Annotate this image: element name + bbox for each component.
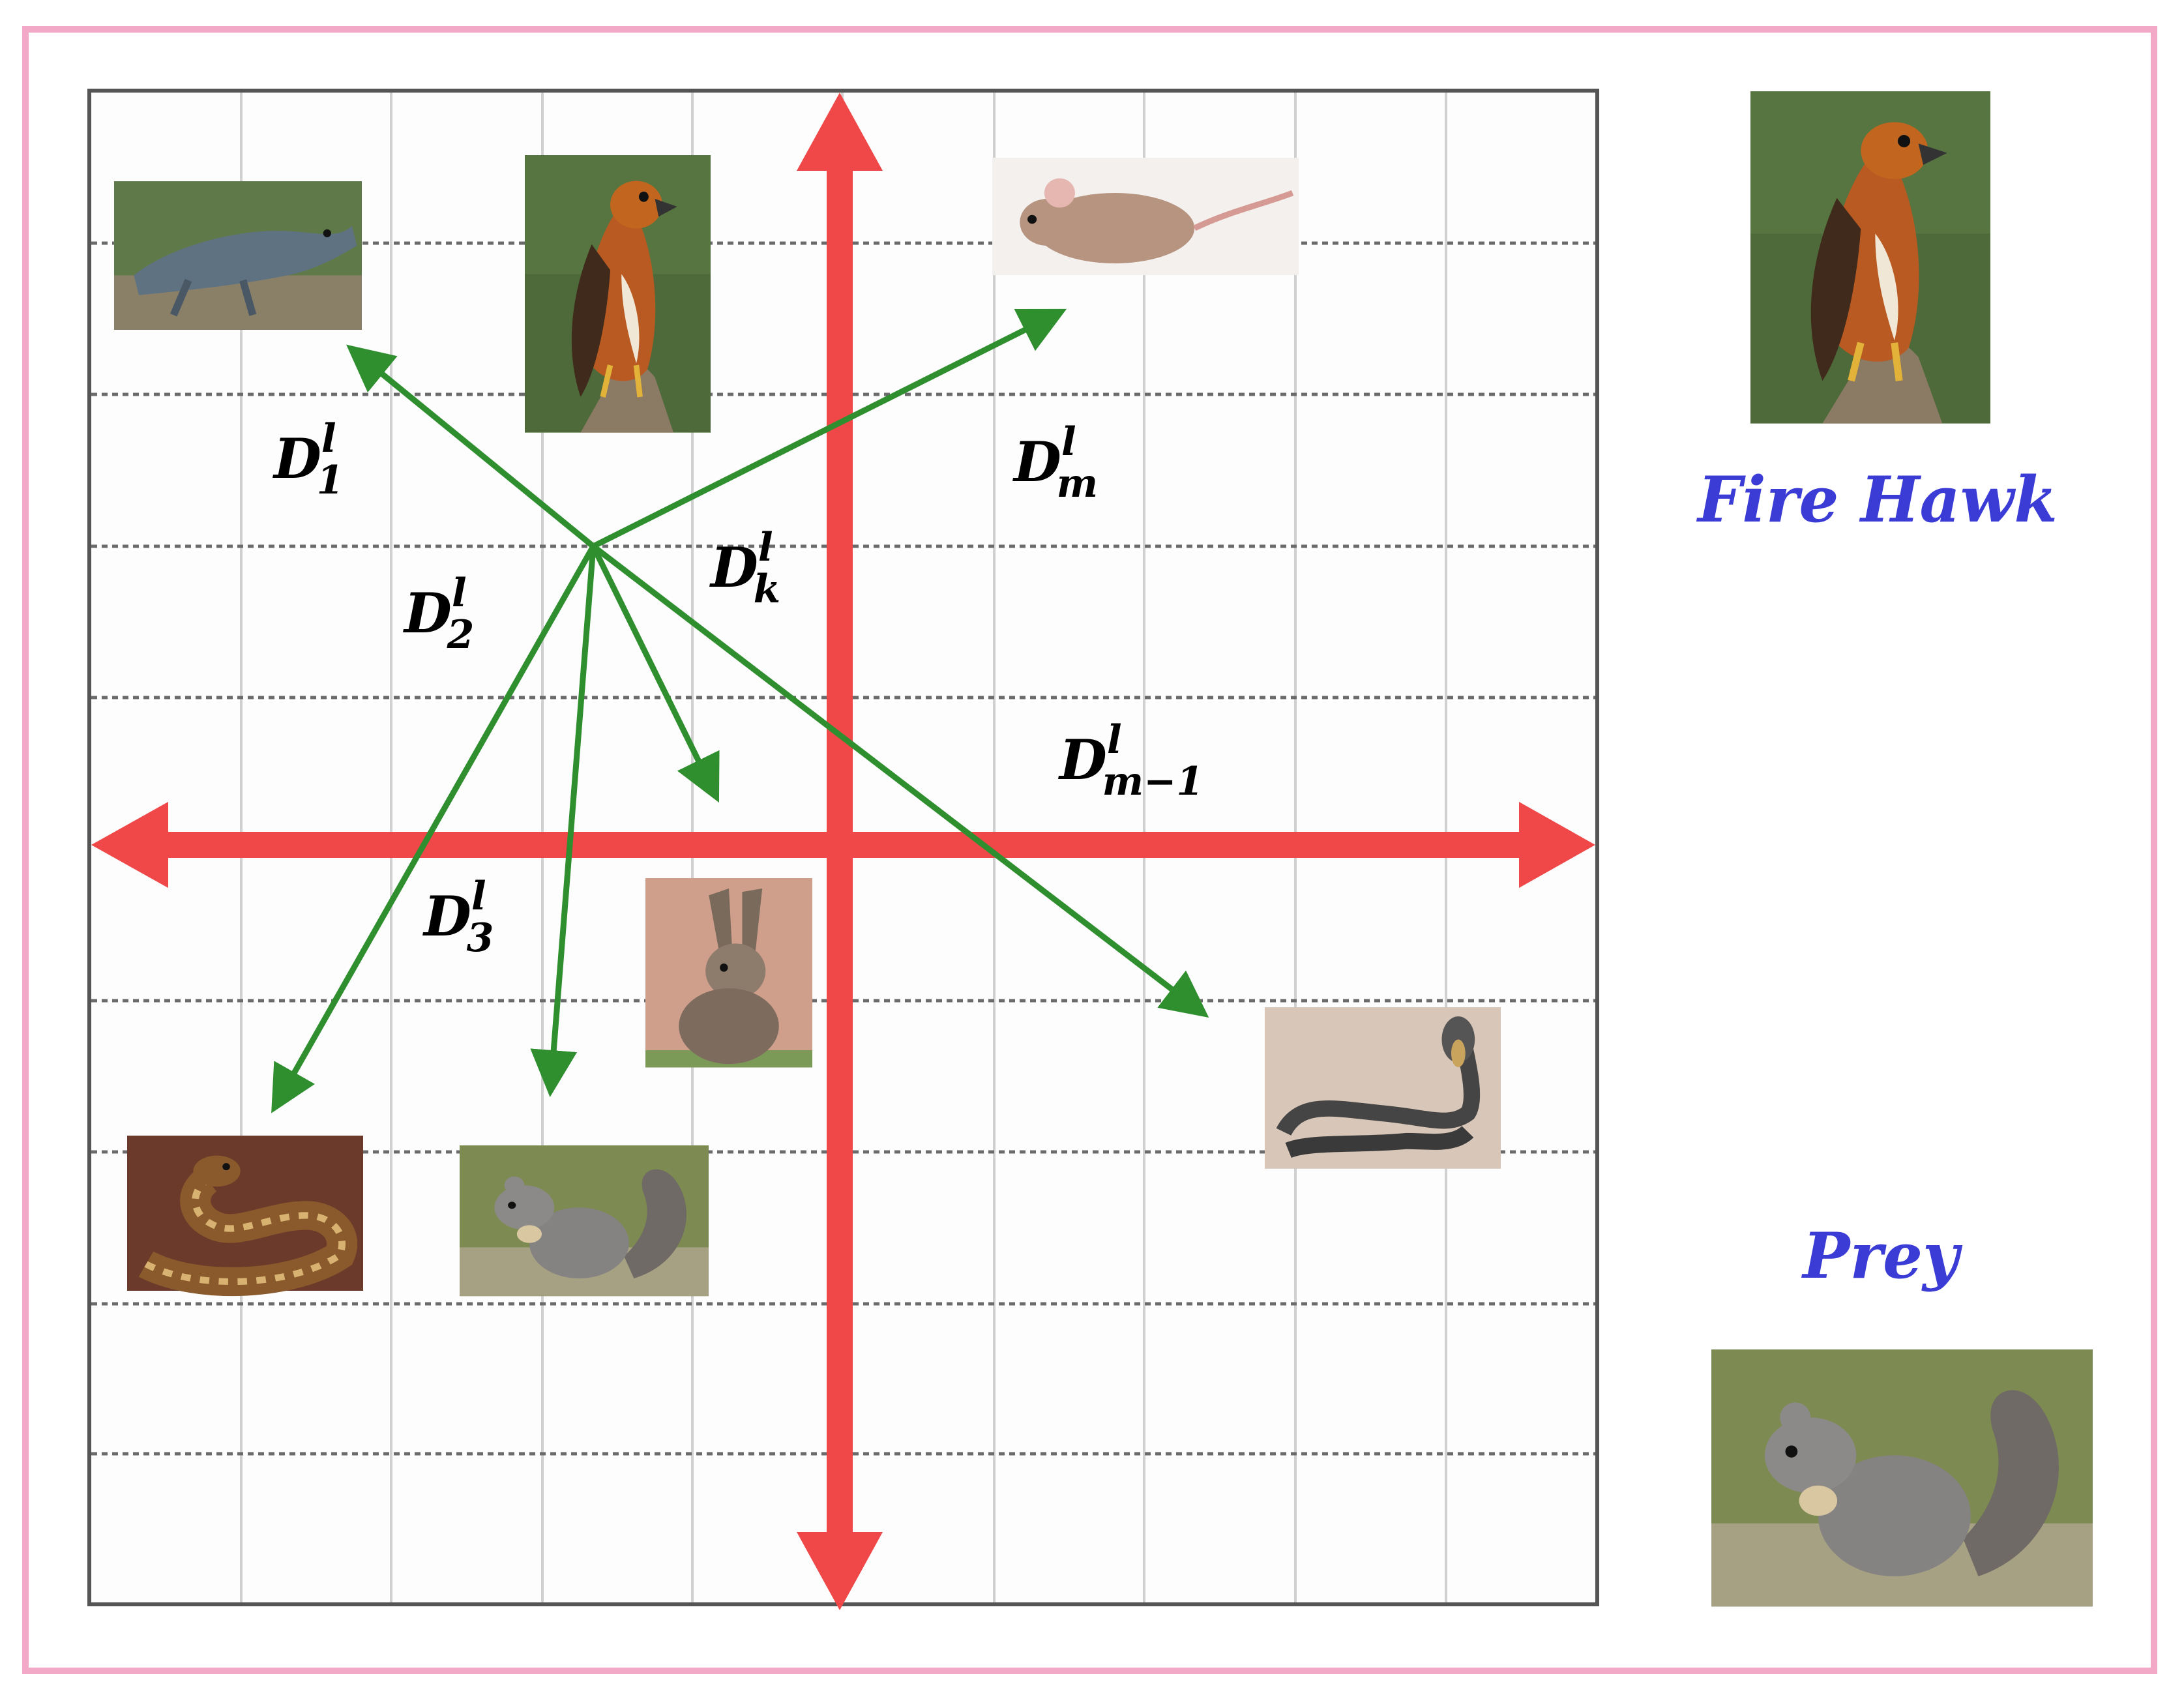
distance-label-base: D [422,884,471,949]
distance-label-subscript: 2 [447,612,475,658]
distance-label-superscript: l [321,416,336,462]
legend-hawk-icon [1750,91,1990,424]
cobra-icon [1265,1007,1501,1169]
distance-arrow-d1 [346,344,595,549]
lizard-icon [114,181,362,330]
distance-label-subscript: m−1 [1102,759,1204,804]
distance-label-subscript: 1 [317,458,344,503]
rabbit-icon [645,878,812,1068]
distance-arrow-dm [591,308,1067,550]
mouse-icon [992,158,1299,275]
distance-label-base: D [403,581,452,645]
hawk-icon [525,155,711,433]
x-axis-right-arrowhead [1519,802,1595,888]
distance-arrow-dm1 [591,544,1209,1018]
distance-label-subscript: 3 [467,915,494,961]
distance-arrow-dk [590,545,720,803]
distance-arrows [271,308,1209,1113]
coordinate-axes [91,93,1595,1610]
distance-label-superscript: l [1061,419,1076,465]
distance-arrow-d2 [271,544,596,1113]
squirrel-icon [460,1145,709,1297]
legend: Fire Hawk Prey [1696,91,2093,1607]
distance-arrow-d3 [530,546,597,1097]
y-axis-bottom-arrowhead [797,1532,883,1610]
distance-label-base: D [1012,430,1061,494]
legend-fire-hawk-label: Fire Hawk [1696,463,2058,537]
distance-label-superscript: l [758,525,773,570]
distance-label-superscript: l [452,570,467,616]
x-axis-left-arrowhead [91,802,168,888]
distance-label-superscript: l [1107,717,1122,763]
distance-label-base: D [709,535,758,600]
y-axis-top-arrowhead [797,93,883,171]
distance-label-superscript: l [471,874,486,919]
distance-label-base: D [1058,728,1107,792]
snake-icon [127,1136,363,1291]
distance-label-subscript: k [754,567,781,612]
distance-label-base: D [273,426,321,491]
legend-prey-label: Prey [1801,1219,1963,1293]
legend-squirrel-icon [1711,1349,2093,1607]
distance-label-subscript: m [1057,461,1099,507]
